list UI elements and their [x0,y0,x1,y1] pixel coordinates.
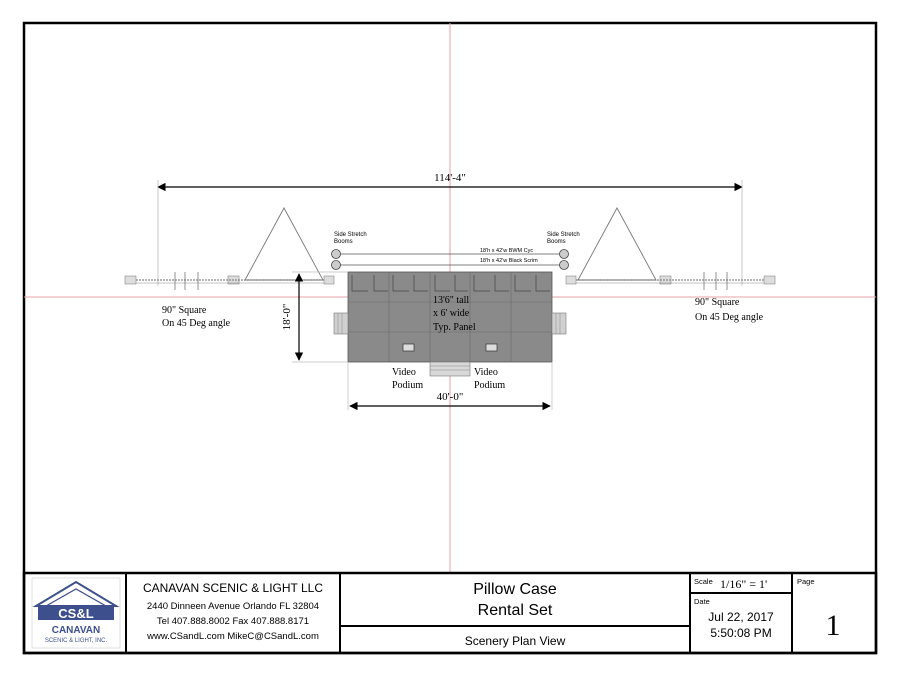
left-truss-triangle [244,207,324,281]
scrim-label: 18'h x 42'w Black Scrim [480,258,538,264]
right-truss-triangle [577,207,657,281]
podium-left-label-2: Podium [392,380,423,391]
right-truss-label-2: On 45 Deg angle [695,312,764,323]
depth-dimension: 18'-0" [281,271,348,363]
boom-right-lower [559,260,569,270]
boom-right-upper [559,249,569,259]
logo-line-2: SCENIC & LIGHT, INC. [45,638,108,644]
drawing-title-line-2: Rental Set [478,602,553,619]
left-truss-label-2: On 45 Deg angle [162,318,231,329]
time-value: 5:50:08 PM [710,626,771,640]
cyc-label: 18'h x 42'w BWM Cyc [480,248,533,254]
company-address: 2440 Dinneen Avenue Orlando FL 32804 [147,601,319,612]
panel-note-line-2: x 6' wide [433,308,470,319]
company-web: www.CSandL.com MikeC@CSandL.com [146,631,319,642]
podium-right-label-1: Video [474,367,498,378]
page-label: Page [797,577,815,586]
podium-right-label-2: Podium [474,380,505,391]
boom-right-label-2: Booms [547,239,566,245]
scale-value: 1/16" = 1' [720,577,767,591]
podium-monitor-left [402,343,415,352]
podium-monitor-right [485,343,498,352]
overall-width-dimension: 114'-4" [157,172,743,286]
scale-label: Scale [694,577,713,586]
boom-left-label-1: Side Stretch [334,232,367,238]
boom-right-label-1: Side Stretch [547,232,580,238]
boom-left-label-2: Booms [334,239,353,245]
drawing-subtitle: Scenery Plan View [465,634,566,648]
logo-line-1: CANAVAN [52,625,101,636]
boom-left-lower [331,260,341,270]
boom-left-upper [331,249,341,259]
panel-note-line-1: 13'6" tall [433,295,469,306]
right-truss-label-1: 90" Square [695,297,740,308]
date-value: Jul 22, 2017 [708,610,774,624]
stage-side-steps [333,312,567,335]
right-truss-pipe [565,272,776,290]
podium-left-label-1: Video [392,367,416,378]
overall-width-label: 114'-4" [434,172,466,184]
side-stretch-booms: Side Stretch Booms Side Stretch Booms 18… [331,232,580,270]
company-logo [31,577,121,649]
drawing-title-line-1: Pillow Case [473,581,557,598]
panel-note-line-3: Typ. Panel [433,322,476,333]
stage-width-dimension: 40'-0" [347,362,553,411]
left-truss-pipe [124,272,335,290]
stage-front-steps [429,361,471,377]
stage-width-label: 40'-0" [437,391,464,403]
date-label: Date [694,597,710,606]
left-truss-label-1: 90" Square [162,305,207,316]
stage-platform [347,271,553,363]
company-phone: Tel 407.888.8002 Fax 407.888.8171 [157,616,309,627]
logo-text: CS&L [58,606,93,621]
depth-label: 18'-0" [281,304,293,331]
company-name: CANAVAN SCENIC & LIGHT LLC [143,581,323,595]
page-number: 1 [826,609,841,642]
title-block [22,571,878,655]
